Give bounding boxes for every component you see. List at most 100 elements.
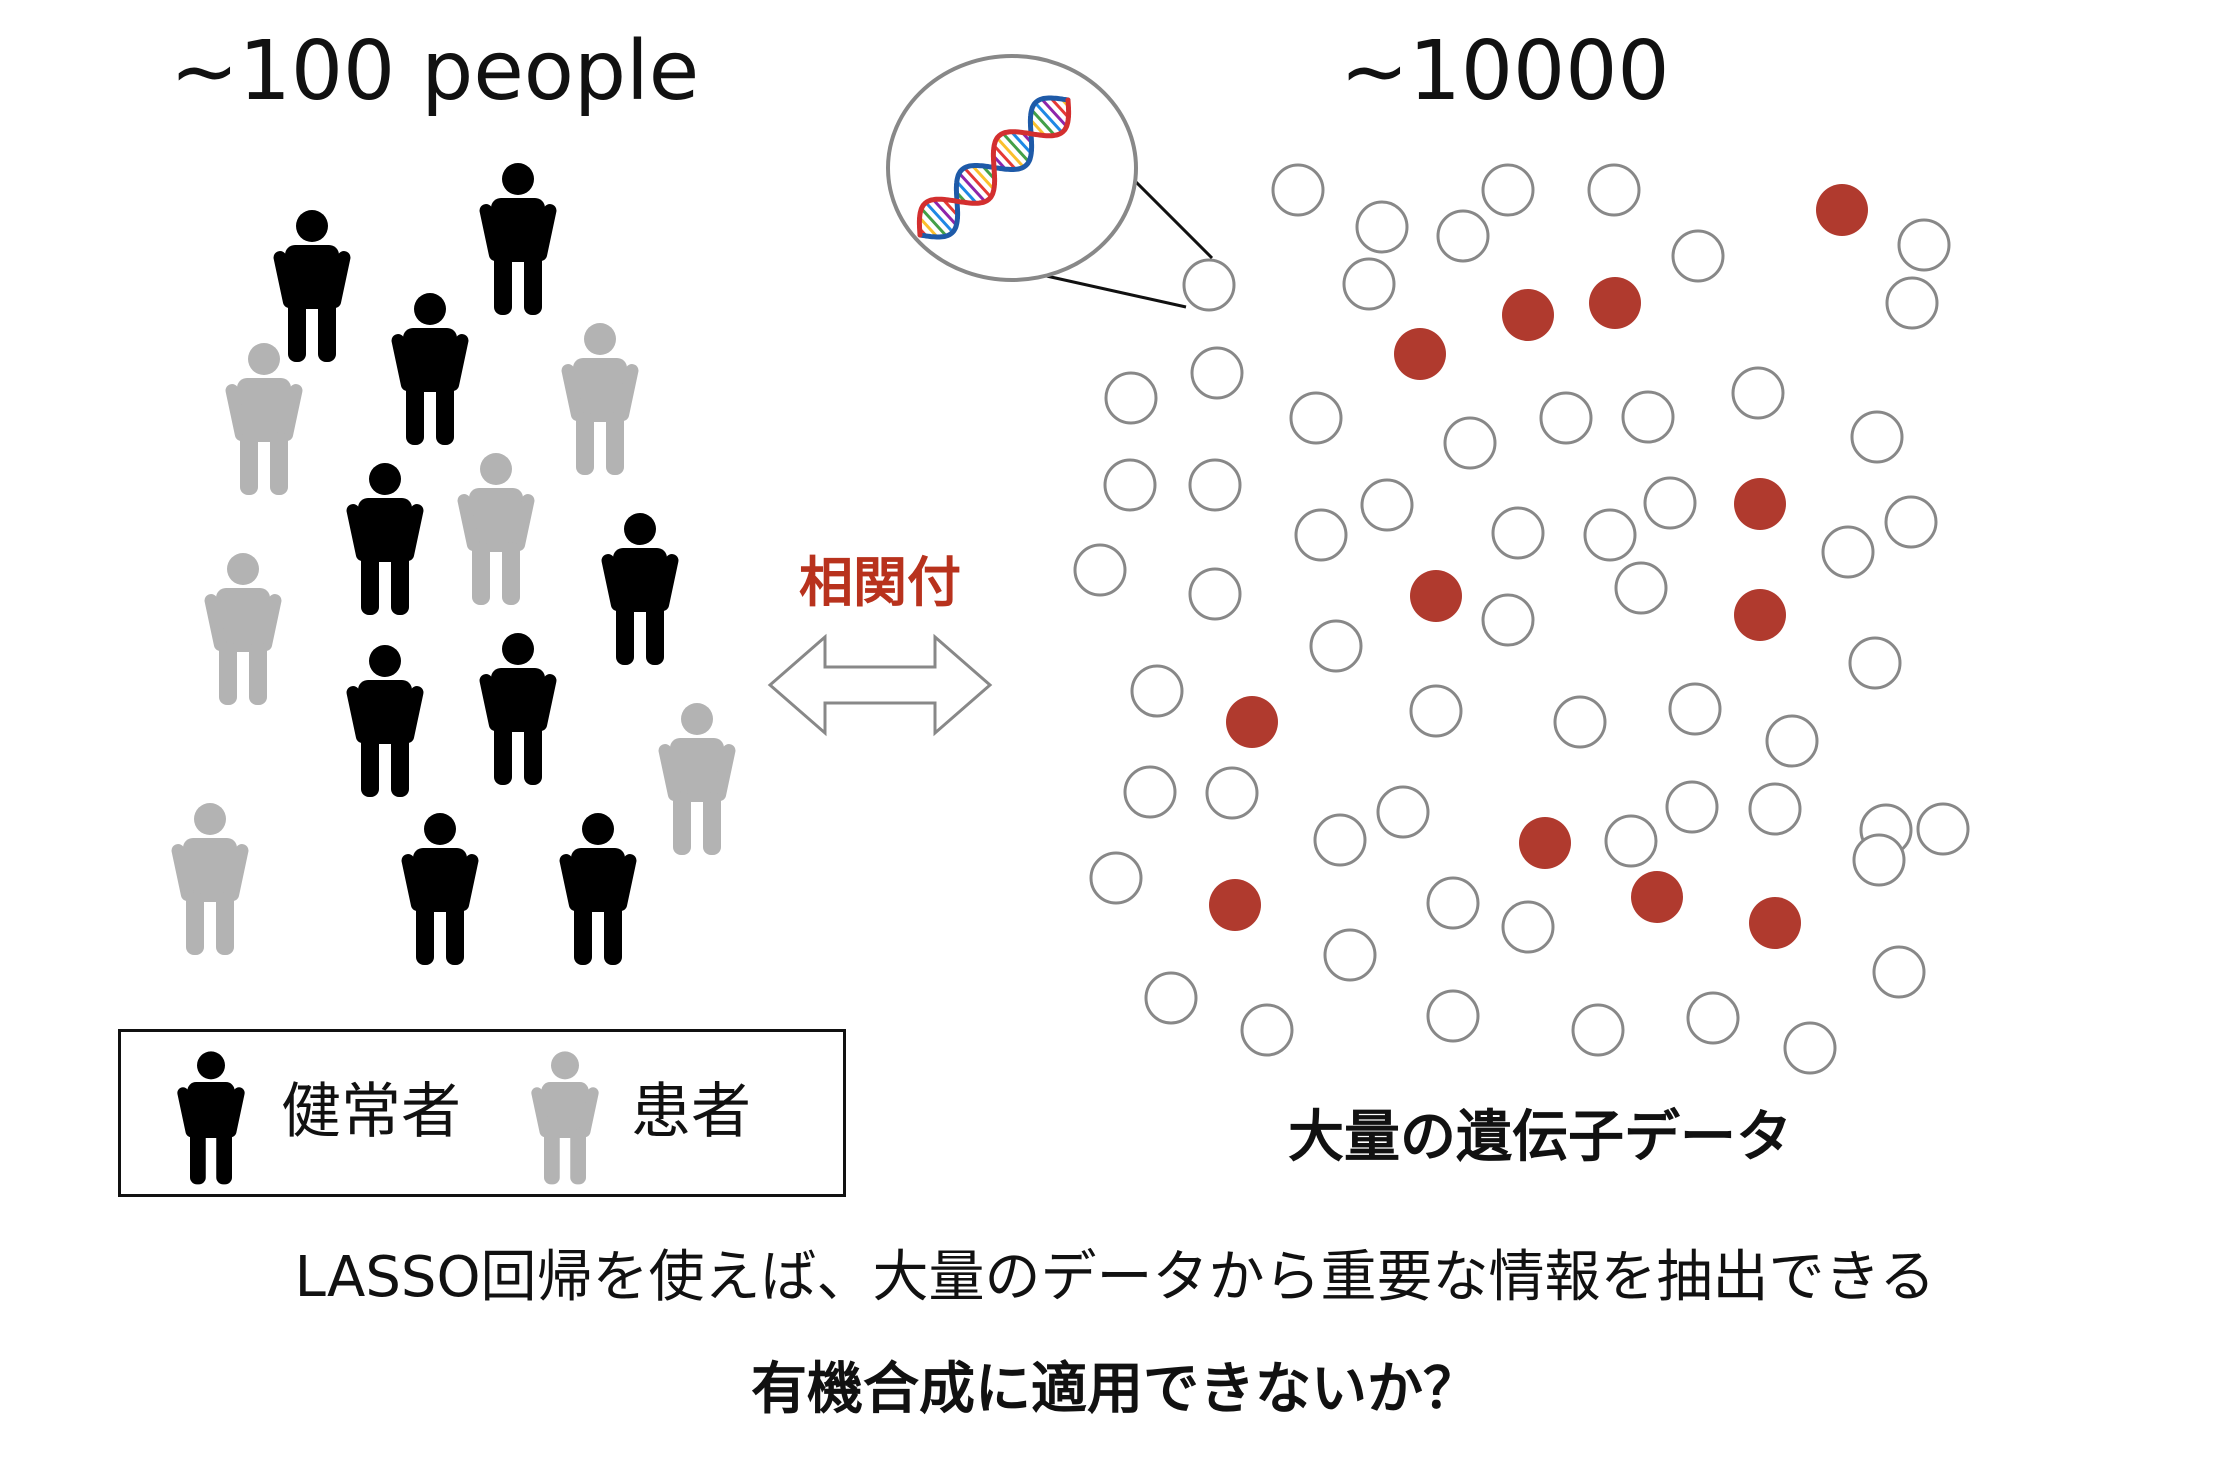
gene-marker: [1376, 785, 1430, 839]
dna-base-pair: [1001, 132, 1030, 163]
gene-marker: [1491, 506, 1545, 560]
gene-marker: [1884, 495, 1938, 549]
gene-marker: [1783, 1021, 1837, 1075]
gene-marker: [1073, 543, 1127, 597]
gene-marker: [1360, 478, 1414, 532]
dna-base-pair: [1049, 96, 1070, 119]
dna-base-pair: [955, 180, 978, 205]
gene-marker: [1294, 508, 1348, 562]
gene-marker: [1323, 928, 1377, 982]
gene-marker: [1426, 876, 1480, 930]
gene-marker: [1897, 218, 1951, 272]
gene-marker: [1850, 410, 1904, 464]
selected-gene-marker: [1631, 871, 1683, 923]
gene-marker: [1583, 508, 1637, 562]
gene-marker: [1271, 163, 1325, 217]
dna-base-pair: [971, 164, 995, 191]
correlation-arrow: [767, 633, 993, 737]
gene-marker: [1426, 989, 1480, 1043]
gene-marker: [1731, 366, 1785, 420]
gene-marker: [1123, 765, 1177, 819]
selected-gene-marker: [1209, 879, 1261, 931]
gene-marker: [1188, 567, 1242, 621]
gene-marker: [1436, 209, 1490, 263]
healthy-person-icon: [176, 1051, 246, 1185]
gene-marker: [1443, 416, 1497, 470]
dna-strand: [916, 97, 1072, 238]
selected-gene-marker: [1394, 328, 1446, 380]
selected-gene-marker: [1734, 478, 1786, 530]
double-headed-arrow-icon: [767, 633, 993, 737]
gene-marker: [1821, 525, 1875, 579]
dna-double-helix-icon: [916, 95, 1072, 240]
gene-marker: [1144, 971, 1198, 1025]
gene-marker: [1665, 780, 1719, 834]
patient-person-icon: [530, 1051, 600, 1185]
dna-base-pair: [1010, 130, 1033, 155]
gene-marker: [1481, 163, 1535, 217]
gene-marker: [1614, 561, 1668, 615]
legend-patient-label: 患者: [631, 1077, 751, 1147]
lasso-description: LASSO回帰を使えば、大量のデータから重要な情報を抽出できる: [294, 1245, 1936, 1310]
gene-marker: [1916, 802, 1970, 856]
gene-marker: [1190, 346, 1244, 400]
dna-base-pair: [932, 198, 958, 227]
gene-marker: [1765, 714, 1819, 768]
organic-synthesis-question: 有機合成に適用できないか？: [751, 1357, 1479, 1422]
selected-gene-marker: [1410, 570, 1462, 622]
selected-gene-marker: [1816, 184, 1868, 236]
gene-marker: [1089, 851, 1143, 905]
gene-marker: [1604, 814, 1658, 868]
gene-marker: [1643, 476, 1697, 530]
gene-marker: [1501, 900, 1555, 954]
gene-marker: [1671, 229, 1725, 283]
gene-marker: [1188, 458, 1242, 512]
dna-base-pair: [958, 172, 987, 203]
gene-marker: [1182, 258, 1236, 312]
gene-marker: [1587, 163, 1641, 217]
gene-count-title: ~10000: [1340, 24, 1670, 119]
magnifier-connector-line: [1041, 273, 1187, 309]
association-label: 相関付: [799, 551, 961, 614]
gene-marker: [1355, 200, 1409, 254]
selected-gene-marker: [1589, 277, 1641, 329]
gene-data-field: [1073, 163, 1970, 1075]
gene-marker: [1553, 695, 1607, 749]
dna-base-pair: [1034, 101, 1064, 134]
selected-gene-marker: [1226, 696, 1278, 748]
gene-marker: [1668, 682, 1722, 736]
legend-healthy-label: 健常者: [281, 1077, 461, 1147]
dna-base-pair: [924, 201, 954, 234]
gene-marker: [1313, 813, 1367, 867]
gene-marker: [1104, 371, 1158, 425]
gene-marker: [1571, 1003, 1625, 1057]
selected-gene-marker: [1502, 289, 1554, 341]
gene-marker: [1205, 766, 1259, 820]
gene-marker: [1539, 391, 1593, 445]
dna-base-pair: [918, 216, 939, 239]
dna-magnifier: [886, 54, 1214, 309]
selected-gene-marker: [1749, 897, 1801, 949]
dna-base-pair: [993, 144, 1017, 171]
selected-gene-marker: [1734, 589, 1786, 641]
legend: 健常者 患者: [118, 1029, 846, 1197]
gene-marker: [1481, 593, 1535, 647]
gene-marker: [1289, 391, 1343, 445]
gene-marker: [1621, 390, 1675, 444]
gene-marker: [1309, 619, 1363, 673]
gene-marker: [1342, 257, 1396, 311]
gene-marker: [1130, 664, 1184, 718]
gene-marker: [1240, 1003, 1294, 1057]
selected-gene-marker: [1519, 817, 1571, 869]
gene-marker: [1748, 782, 1802, 836]
gene-data-caption: 大量の遺伝子データ: [1288, 1105, 1792, 1170]
gene-marker: [1872, 945, 1926, 999]
gene-marker: [1852, 833, 1906, 887]
dna-base-pair: [1030, 108, 1056, 137]
gene-marker: [1103, 458, 1157, 512]
dna-base-pair: [920, 207, 948, 237]
dna-base-pair: [963, 166, 992, 199]
gene-marker: [1686, 991, 1740, 1045]
gene-marker: [1885, 276, 1939, 330]
people-count-title: ~100 people: [170, 24, 700, 119]
